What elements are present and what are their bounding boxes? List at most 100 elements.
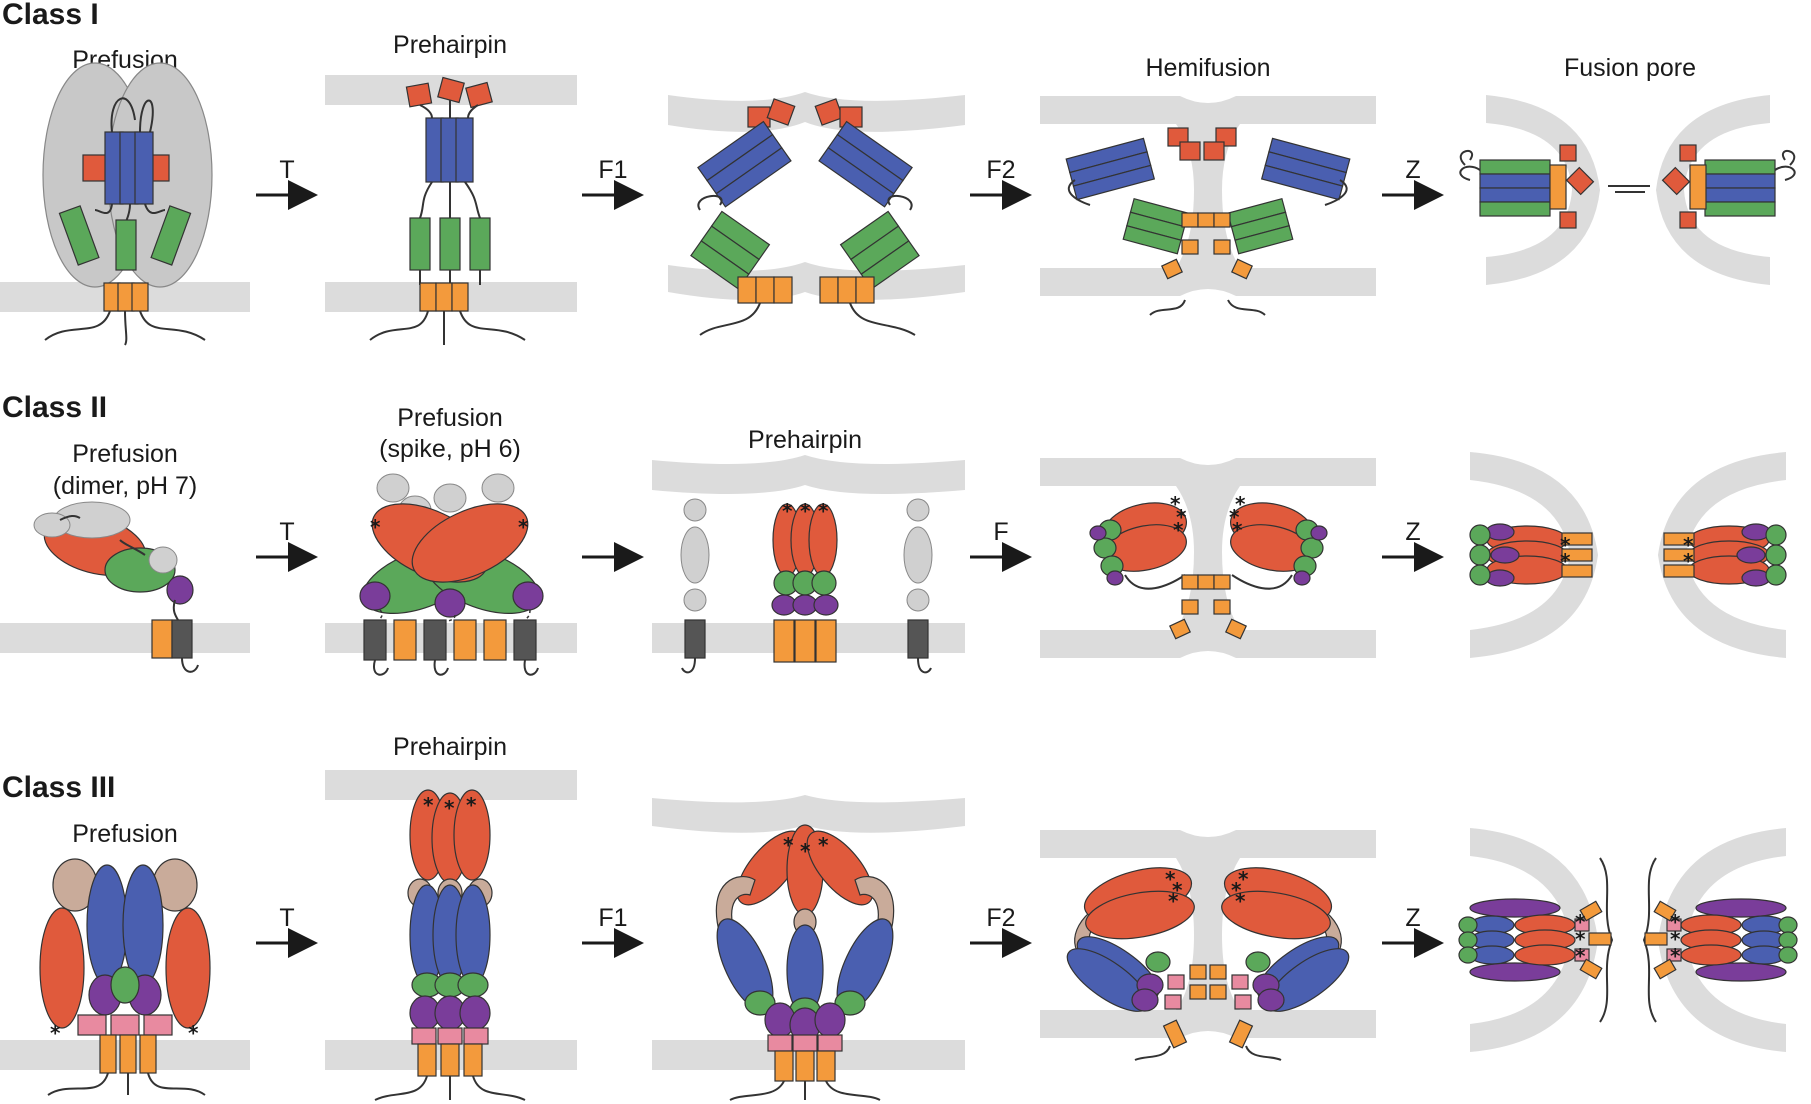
fusion-loop-marker: * (50, 1021, 61, 1045)
fusion-loop-marker: * (818, 499, 829, 523)
membrane (0, 623, 250, 653)
fusion-loop-marker: * (370, 515, 381, 539)
arrow-label-f2: F2 (986, 156, 1015, 184)
class-ii-prehairpin-label: Prehairpin (748, 426, 862, 454)
green-helix (409, 217, 431, 271)
fusion-loop-marker: * (1683, 533, 1694, 557)
arrow-label-f1: F1 (598, 156, 627, 184)
fusion-loop-marker: * (1168, 889, 1179, 913)
arrow-label-t: T (279, 518, 294, 546)
arrow-label-t: T (279, 904, 294, 932)
pore-membrane-right (1656, 95, 1770, 285)
class-ii-prehairpin: * * * (652, 455, 965, 674)
class-ii-prefusion-spike-sub: (spike, pH 6) (379, 435, 521, 463)
fusion-loop-marker: * (1683, 549, 1694, 573)
hemifusion-membrane (1040, 830, 1376, 1038)
fusion-loop-marker: * (783, 833, 794, 857)
fusion-loop-marker: * (1560, 533, 1571, 557)
membrane (325, 623, 577, 653)
class-ii-prefusion-dimer (0, 501, 250, 673)
red-domain (814, 98, 844, 126)
fusion-loop-marker: * (466, 793, 477, 817)
class-i-fusion-pore (1459, 95, 1796, 285)
orange-tm (837, 276, 857, 304)
pore-membrane-left (1486, 95, 1600, 285)
fusion-loop-marker: * (1235, 492, 1246, 516)
arrow-label-z: Z (1405, 518, 1420, 546)
red-domain (1179, 141, 1201, 161)
fusion-loop-marker: * (800, 499, 811, 523)
fusion-loop-marker: * (423, 793, 434, 817)
fusion-loop-marker: * (444, 796, 455, 820)
orange-tm (755, 276, 775, 304)
class-i-prefusion (0, 62, 250, 346)
hemifusion-membrane (1040, 458, 1376, 658)
class-ii-prefusion-spike-label: Prefusion (397, 404, 503, 432)
red-domain (1203, 141, 1225, 161)
green-helix (58, 205, 100, 266)
fusion-loop-marker: * (1172, 878, 1183, 902)
fusion-loop-marker: * (1670, 910, 1681, 934)
target-membrane (652, 795, 965, 833)
pore-membrane-right (1658, 452, 1786, 658)
pore-membrane-left (1470, 452, 1598, 658)
class-iii-fusion-pore: * * * * * * (1458, 828, 1798, 1052)
fusion-loop-marker: * (1238, 867, 1249, 891)
fusion-loop-marker: * (1232, 518, 1243, 542)
class-iii-prefusion: * * (0, 858, 250, 1096)
class-i-hemifusion-label: Hemifusion (1145, 54, 1270, 82)
orange-tm (435, 282, 453, 312)
fusion-loop-marker: * (1575, 927, 1586, 951)
class-ii-prefusion-dimer-sub: (dimer, pH 7) (53, 472, 197, 500)
class-i-fusion-pore-label: Fusion pore (1564, 54, 1696, 82)
class-iii-prefusion-label: Prefusion (72, 820, 178, 848)
class-iii-hemifusion: * * * * * * (1040, 830, 1376, 1061)
arrow-label-z: Z (1405, 156, 1420, 184)
green-helix (439, 217, 461, 271)
fusion-loop-marker: * (1170, 492, 1181, 516)
fusion-loop-marker: * (818, 833, 829, 857)
class-ii-fusion-pore: * * * * (1469, 452, 1787, 658)
arrow-label-f1: F1 (598, 904, 627, 932)
orange-tm (131, 282, 149, 312)
arrow-label-f2: F2 (986, 904, 1015, 932)
blue-helix (134, 131, 154, 205)
orange-tm (773, 276, 793, 304)
fusion-loop-marker: * (1173, 518, 1184, 542)
orange-tm (737, 276, 757, 304)
fusion-loop-marker: * (1235, 889, 1246, 913)
fusion-loop-marker: * (1176, 505, 1187, 529)
green-helix (115, 219, 137, 271)
pore-membrane-left (1470, 828, 1598, 1052)
red-domain (465, 81, 493, 109)
row3-arrows: T F1 F2 Z (256, 904, 1444, 958)
fusion-loop-marker: * (1670, 927, 1681, 951)
fusion-loop-marker: * (1670, 944, 1681, 968)
fusion-loop-marker: * (1165, 867, 1176, 891)
class-iii-prehairpin: * * * (325, 770, 577, 1101)
arrow-label-z: Z (1405, 904, 1420, 932)
red-domain (405, 82, 433, 108)
arrow-label-f: F (993, 518, 1008, 546)
class-ii-prefusion-spike: * * (325, 473, 577, 676)
red-domain (437, 76, 465, 104)
class-ii-hemifusion: * * * * * * (1040, 458, 1376, 658)
fusion-loop-marker: * (518, 515, 529, 539)
fusion-loop-marker: * (188, 1021, 199, 1045)
class-i-intermediate (668, 92, 965, 336)
blue-helix (455, 117, 474, 183)
fusion-loop-marker: * (1575, 944, 1586, 968)
class-i-label: Class I (2, 0, 99, 31)
orange-tm (419, 282, 437, 312)
row2-arrows: T F Z (256, 518, 1444, 572)
target-membrane (668, 92, 965, 132)
orange-tm (855, 276, 875, 304)
class-i-hemifusion (1040, 96, 1376, 316)
class-ii-prefusion-dimer-label: Prefusion (72, 440, 178, 468)
class-i-prehairpin (325, 75, 577, 345)
target-membrane (652, 455, 965, 494)
hemifusion-membrane (1040, 96, 1376, 296)
class-iii-prehairpin-label: Prehairpin (393, 733, 507, 761)
fusion-loop-marker: * (800, 839, 811, 863)
fusion-loop-marker: * (1231, 878, 1242, 902)
